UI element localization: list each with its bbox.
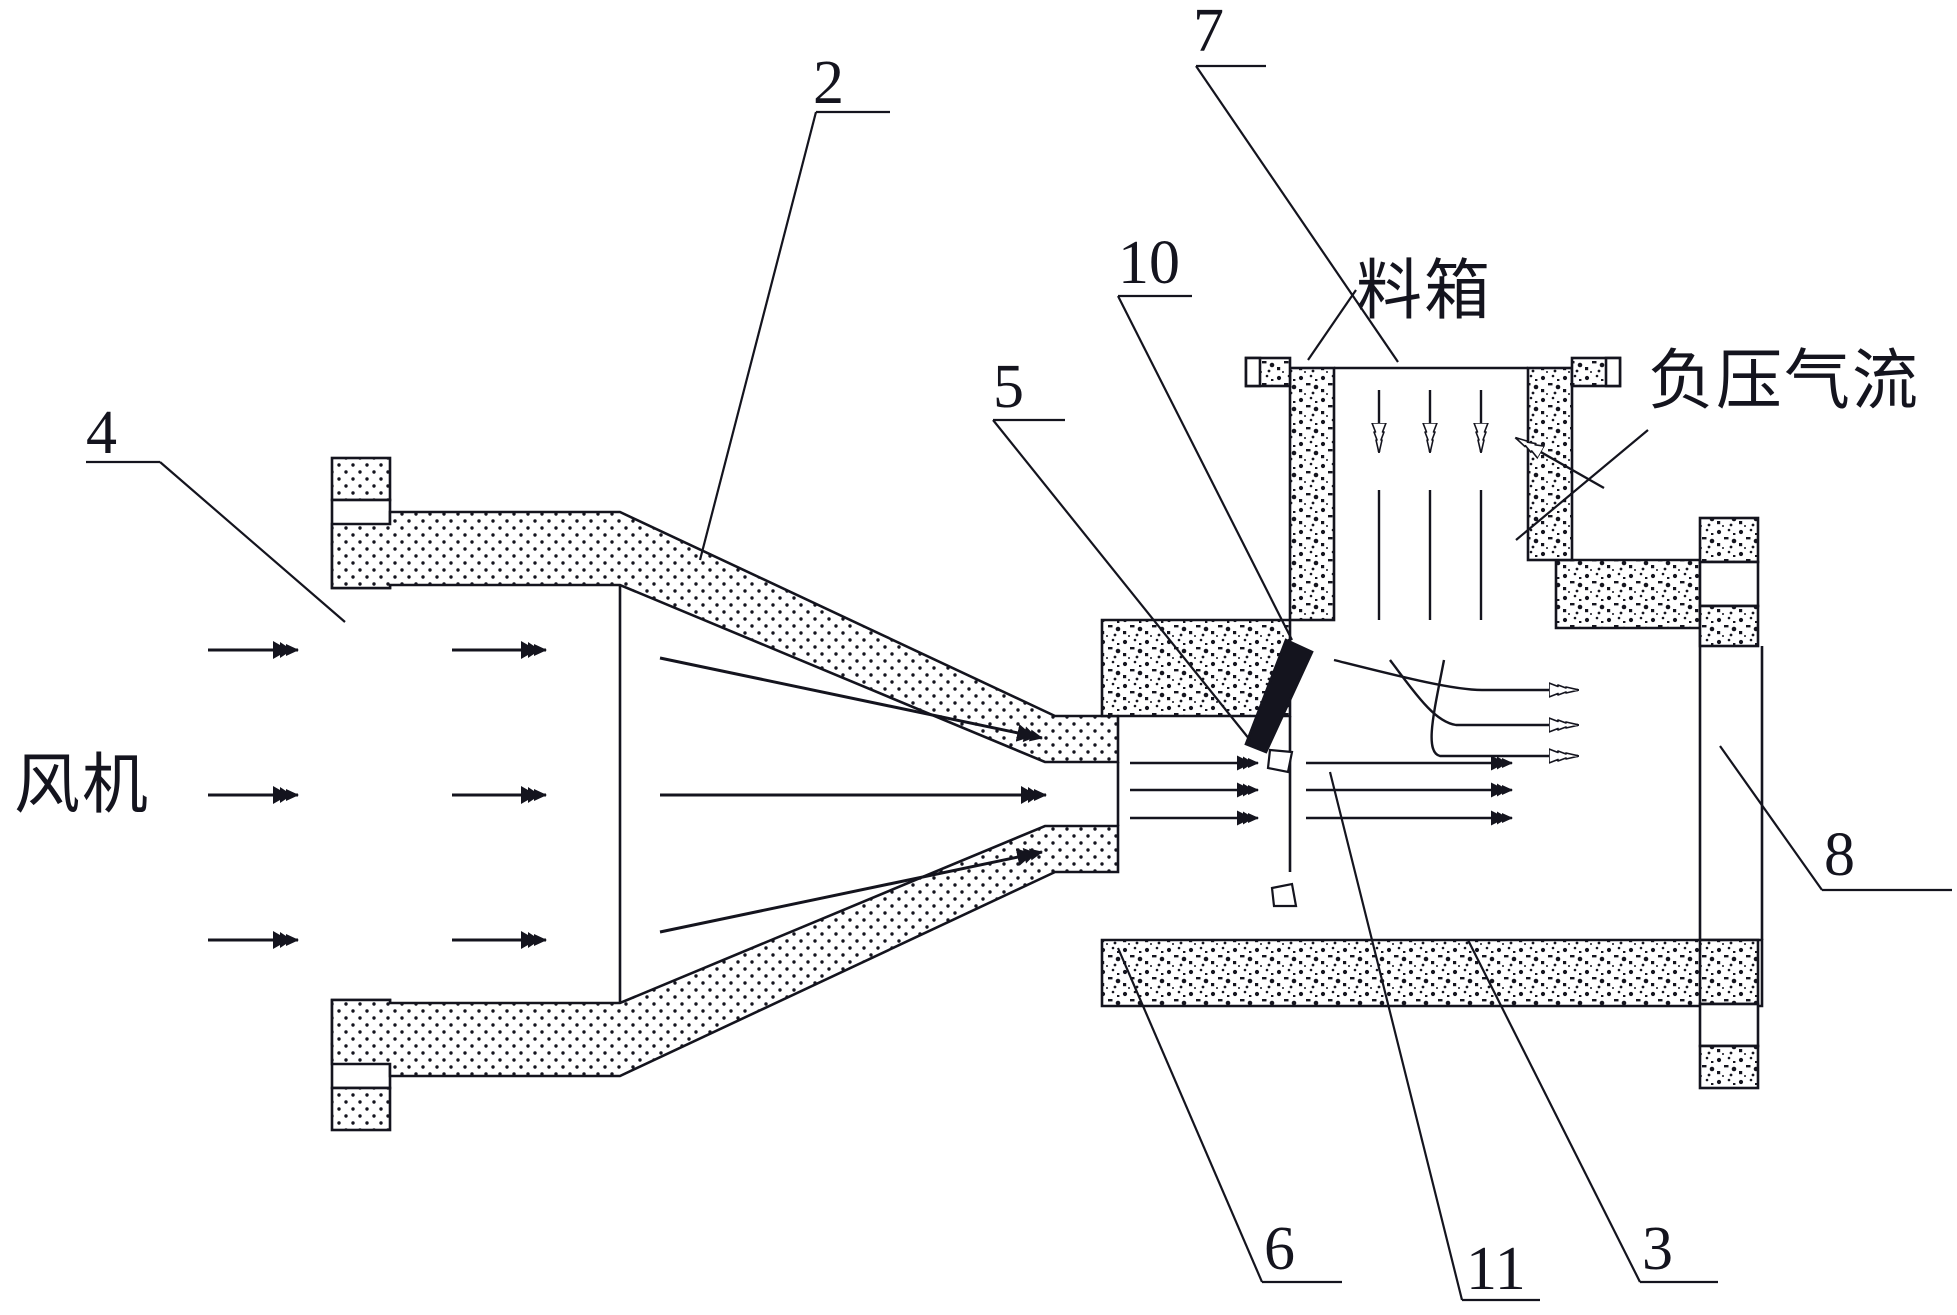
hopper-exit-streamlines: [1333, 658, 1530, 758]
chamber-top-wall-left: [1100, 618, 1292, 718]
chamber-top-wall-right: [1554, 558, 1702, 630]
label-hopper: 料箱: [1356, 252, 1492, 329]
converging-flow-arrows: [659, 656, 1047, 934]
outlet-flange-part8: [1698, 516, 1760, 1090]
baffle-seat-lower-part11: [1270, 882, 1298, 908]
baffle-part10: [1244, 638, 1314, 754]
hopper-down-tails: [1377, 490, 1483, 620]
fan-inlet-arrows: [208, 641, 299, 949]
inlet-duct-arrows: [452, 641, 547, 949]
callout-11: 11: [1466, 1235, 1526, 1303]
callout-7: 7: [1193, 0, 1224, 65]
hopper-exit-arrowheads: [1530, 690, 1578, 756]
callout-2: 2: [813, 49, 844, 117]
chamber-bottom-wall-part6: [1100, 938, 1764, 1008]
hopper-part7: [1244, 356, 1622, 622]
cone-upper-wall-part2: [330, 510, 1120, 764]
label-negative-pressure-flow: 负压气流: [1648, 342, 1920, 419]
callout-6: 6: [1264, 1215, 1295, 1283]
callout-4: 4: [86, 399, 117, 467]
hopper-down-arrows: [1379, 390, 1481, 452]
callout-8: 8: [1824, 821, 1855, 889]
callout-10: 10: [1118, 229, 1180, 297]
baffle-seat-upper-part11: [1266, 748, 1294, 774]
label-fan: 风机: [14, 746, 150, 823]
throat-inlet-arrows: [1130, 755, 1259, 826]
callout-5: 5: [993, 353, 1024, 421]
cone-lower-wall-part2: [330, 824, 1120, 1078]
callout-leaders: [86, 64, 1952, 1302]
callout-3: 3: [1642, 1215, 1673, 1283]
throat-outlet-arrows: [1306, 755, 1513, 826]
